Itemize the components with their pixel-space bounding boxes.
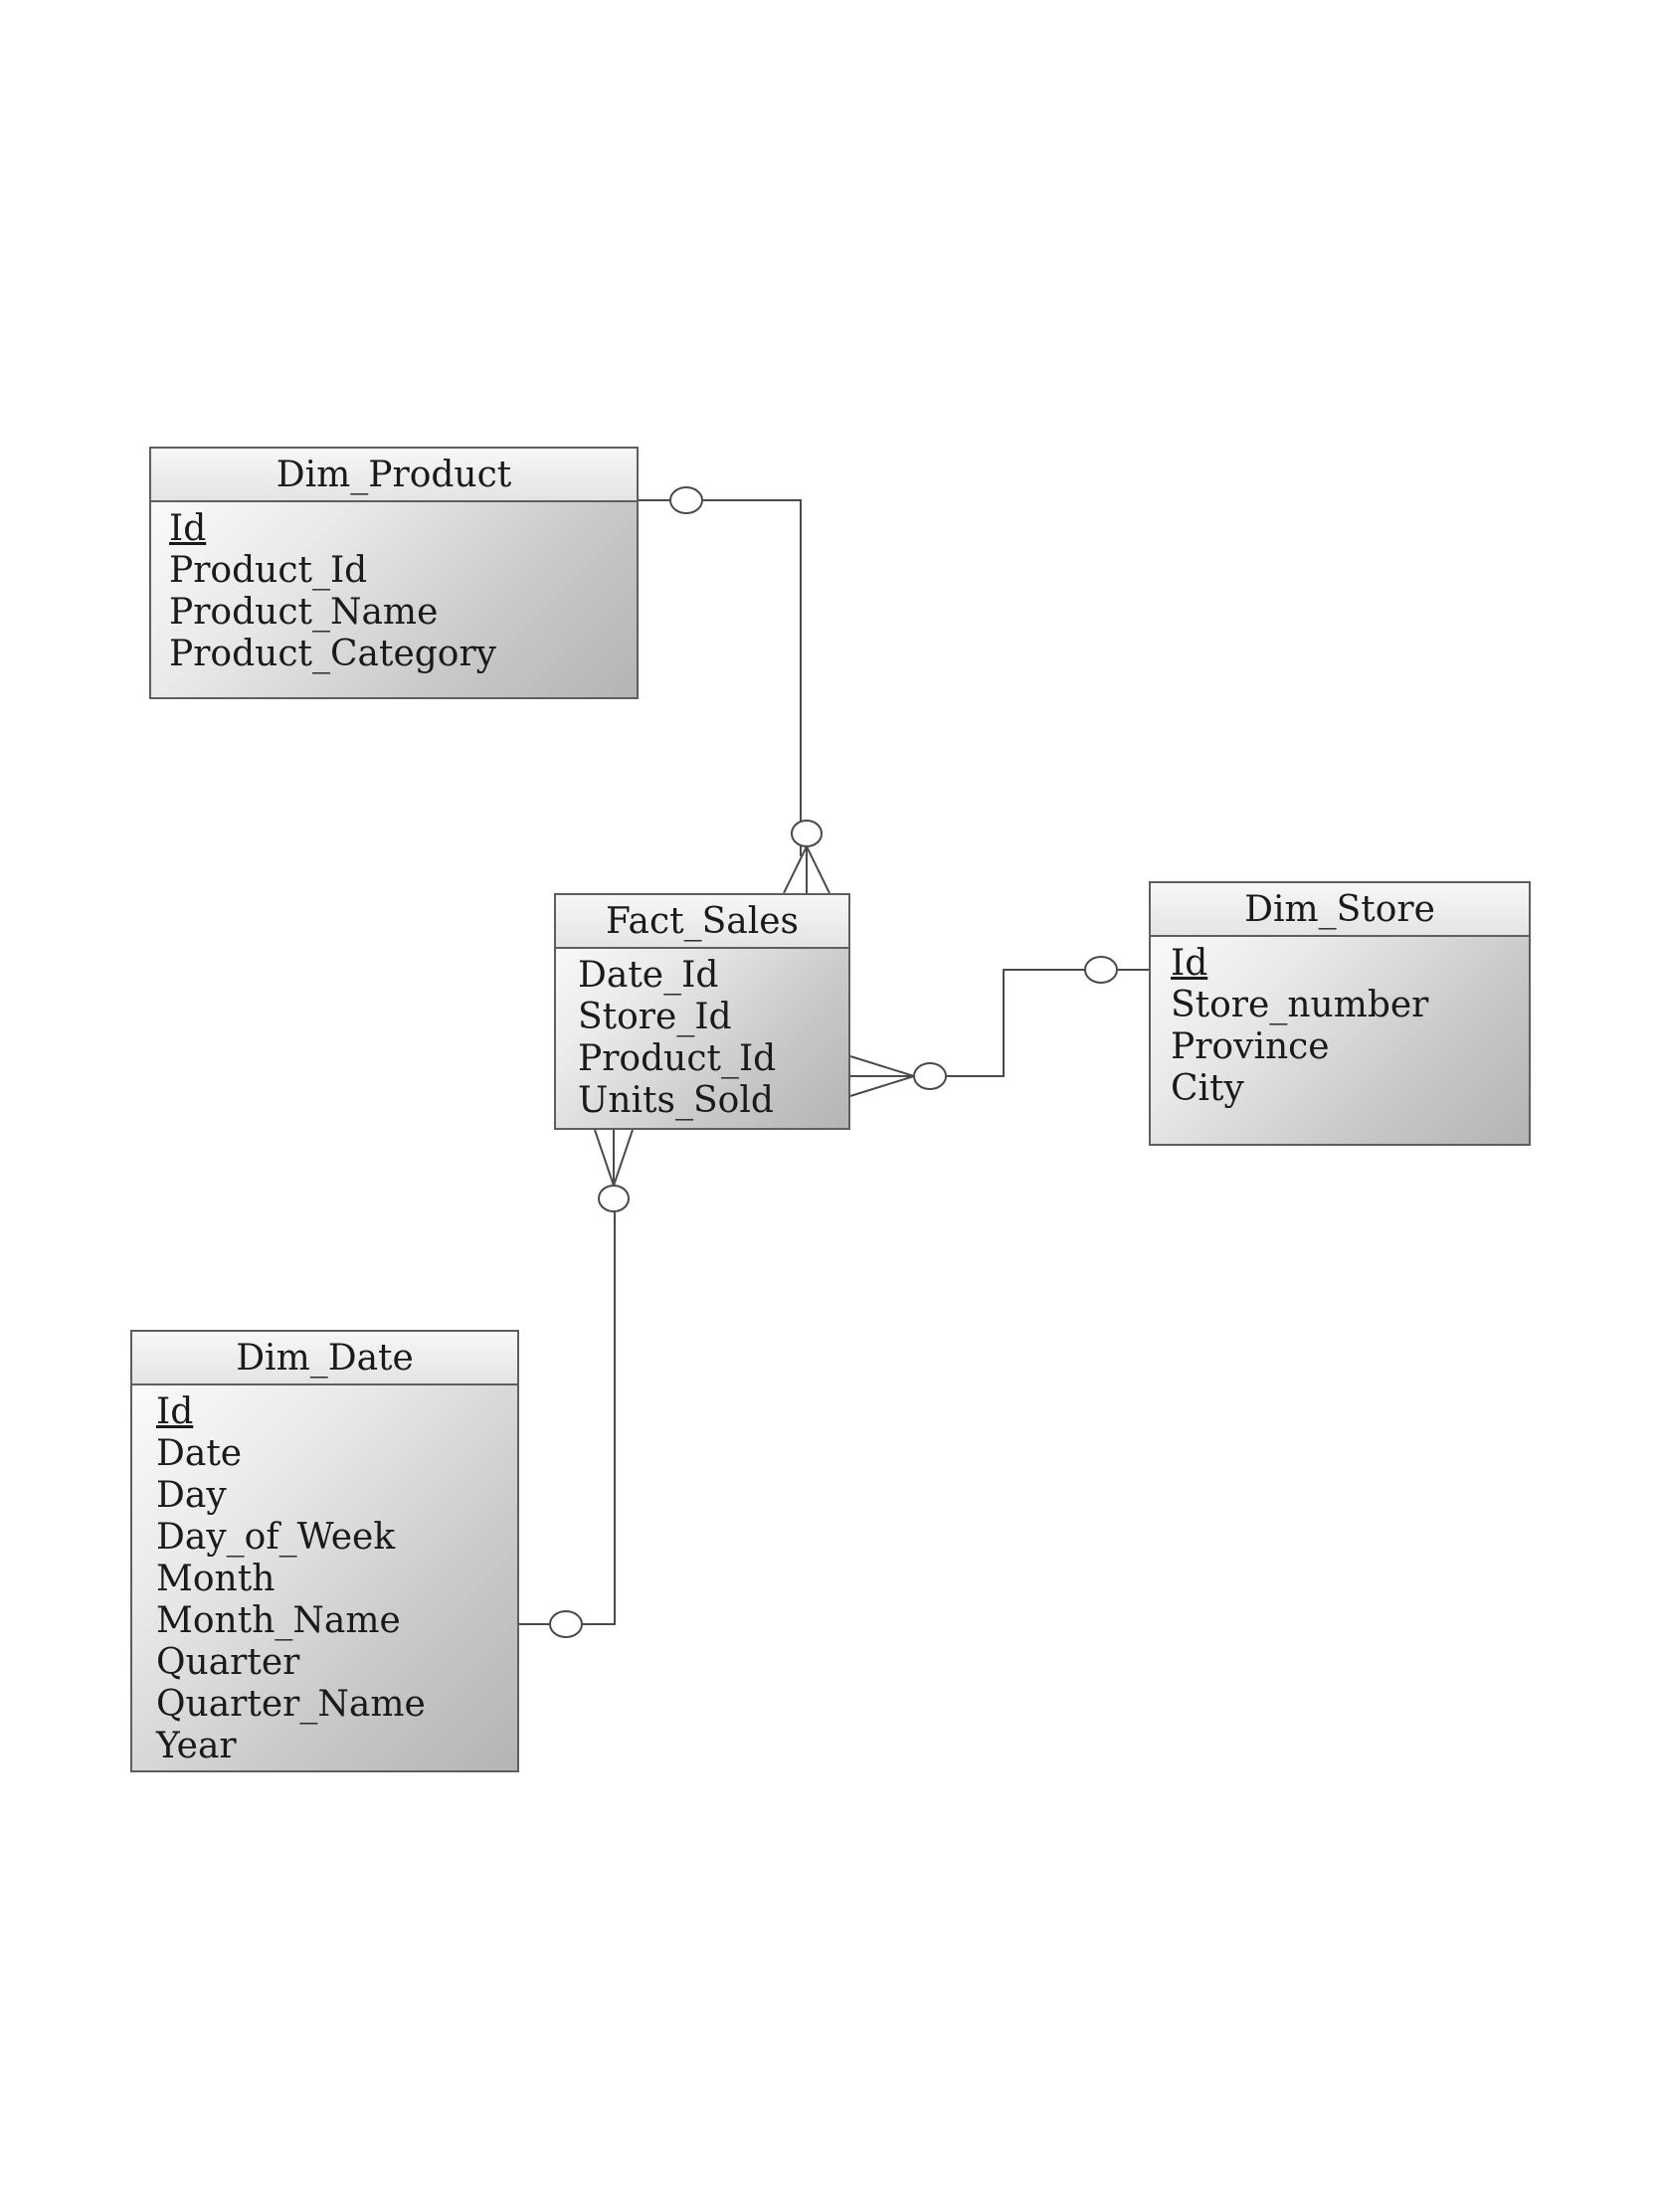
attribute: Month <box>156 1559 276 1599</box>
crowfoot-line-top <box>849 1055 915 1077</box>
zero-optional-marker-product <box>669 486 703 514</box>
connector-line-date <box>519 1211 616 1625</box>
attribute: Day_of_Week <box>156 1517 396 1558</box>
crowfoot-line-left <box>594 1129 615 1187</box>
relationship-date-fact <box>519 1129 634 1638</box>
attribute: Store_number <box>1171 985 1429 1025</box>
entity-fact-sales[interactable]: Fact_Sales Date_Id Store_Id Product_Id U… <box>554 893 850 1130</box>
attribute: Units_Sold <box>578 1080 774 1121</box>
attribute: City <box>1171 1068 1244 1109</box>
attribute: Day <box>156 1475 227 1516</box>
attribute: Product_Id <box>578 1038 777 1079</box>
entity-dim-product[interactable]: Dim_Product Id Product_Id Product_Name P… <box>149 447 639 699</box>
primary-key-attribute: Id <box>156 1391 194 1432</box>
primary-key-attribute: Id <box>1171 943 1208 984</box>
attribute-list: Id Date Day Day_of_Week Month Month_Name… <box>132 1385 517 1767</box>
crowfoot-line-left <box>783 845 808 894</box>
zero-optional-marker-fact-right <box>913 1062 947 1090</box>
crowfoot-line-right <box>806 845 830 894</box>
attribute: Date_Id <box>578 955 719 996</box>
attribute-list: Date_Id Store_Id Product_Id Units_Sold <box>556 949 848 1122</box>
relationship-product-fact <box>639 486 830 894</box>
entity-title: Dim_Store <box>1151 883 1529 937</box>
entity-dim-store[interactable]: Dim_Store Id Store_number Province City <box>1149 881 1531 1146</box>
attribute: Quarter <box>156 1642 300 1683</box>
attribute-list: Id Product_Id Product_Name Product_Categ… <box>151 502 637 675</box>
attribute: Date <box>156 1433 243 1474</box>
primary-key-attribute: Id <box>169 508 207 549</box>
attribute: Product_Name <box>169 592 439 633</box>
entity-title: Dim_Product <box>151 449 637 502</box>
zero-optional-marker-fact-top <box>791 820 823 847</box>
zero-optional-marker-date <box>549 1610 583 1638</box>
attribute: Province <box>1171 1026 1330 1067</box>
connector-line-product <box>639 499 802 856</box>
attribute-list: Id Store_number Province City <box>1151 937 1529 1110</box>
zero-optional-marker-fact-bottom <box>598 1185 630 1212</box>
entity-title: Dim_Date <box>132 1332 517 1385</box>
crowfoot-line-right <box>613 1129 634 1187</box>
attribute: Year <box>156 1726 237 1766</box>
attribute: Store_Id <box>578 997 732 1037</box>
attribute: Product_Id <box>169 550 368 591</box>
zero-optional-marker-store <box>1084 956 1118 984</box>
entity-title: Fact_Sales <box>556 895 848 949</box>
relationship-store-fact <box>849 956 1149 1097</box>
attribute: Quarter_Name <box>156 1684 426 1725</box>
crowfoot-line-bottom <box>849 1075 915 1097</box>
entity-dim-date[interactable]: Dim_Date Id Date Day Day_of_Week Month M… <box>130 1330 519 1772</box>
connector-line-store <box>946 969 1149 1077</box>
attribute: Month_Name <box>156 1600 401 1641</box>
attribute: Product_Category <box>169 634 497 674</box>
